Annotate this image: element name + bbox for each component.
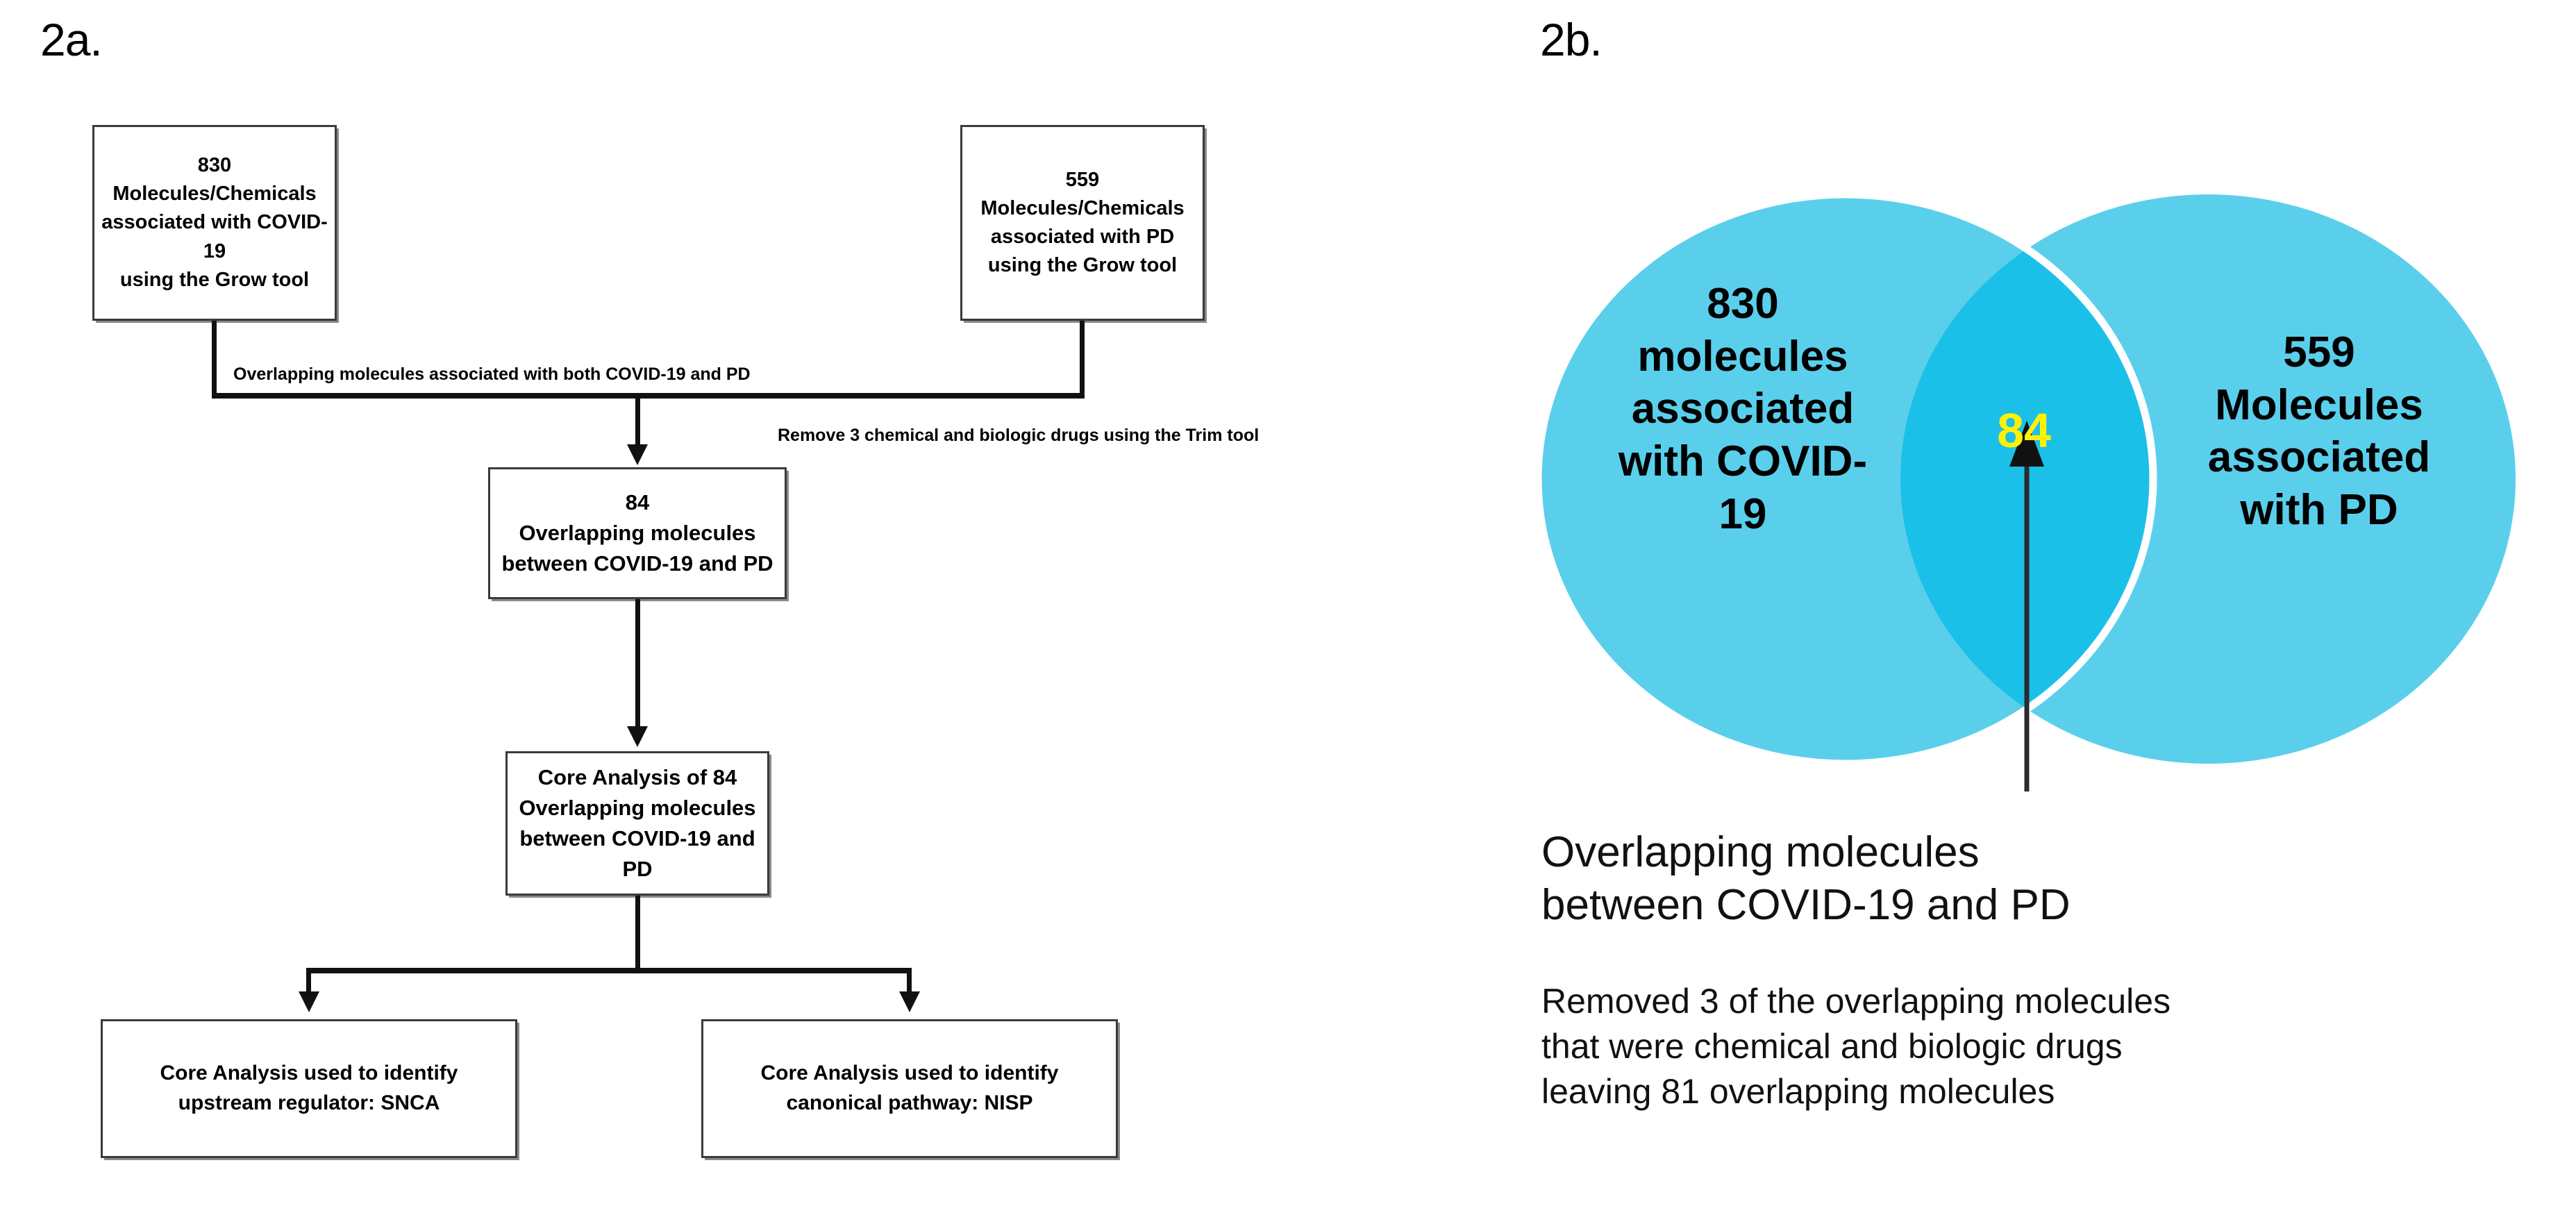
arrow-to-canonical-pathway [899,991,920,1012]
covid-source-line1: Molecules/Chemicals [112,183,317,206]
arrow-to-upstream-regulator [299,991,319,1012]
connector-pd-stem [1080,321,1085,397]
core-analysis-line3: between COVID-19 and PD [519,826,755,882]
panel-label-2a: 2a. [40,14,103,65]
covid-source-line2: associated with COVID-19 [101,211,328,262]
overlap-count: 84 [625,489,650,514]
pd-source-count: 559 [1065,168,1100,191]
connector-label-merge: Overlapping molecules associated with bo… [233,364,751,384]
connector-core-stem [635,896,640,972]
venn-note: Removed 3 of the overlapping molecules t… [1541,982,2171,1111]
venn-diagram: 830 molecules associated with COVID- 19 … [1514,0,2576,805]
overlap-line1: Overlapping molecules [519,520,756,545]
pd-source-line1: Molecules/Chemicals [980,196,1185,219]
covid-source-line3: using the Grow tool [119,268,310,291]
panel-label-2b: 2b. [1540,14,1603,65]
connector-overlap-to-core [635,599,640,730]
venn-label-pd: 559 Molecules associated with PD [2207,328,2431,534]
flow-box-upstream-regulator: Core Analysis used to identify upstream … [101,1019,517,1158]
connector-split-right [907,968,912,996]
flow-box-pd-source: 559 Molecules/Chemicals associated with … [960,125,1205,321]
venn-intersection-count: 84 [1997,403,2051,458]
connector-merge-bar [212,393,1085,399]
upstream-regulator-line2: upstream regulator: SNCA [178,1091,440,1114]
venn-label-covid: 830 molecules associated with COVID- 19 [1618,280,1868,538]
arrow-merge-to-overlap [627,444,648,465]
arrow-overlap-to-core [627,726,648,747]
connector-split-left [306,968,311,996]
pd-source-line2: associated with PD [990,226,1175,248]
panel-2b-venn: 2b. 830 molecules assoc [1514,0,2576,1215]
connector-merge-to-overlap [635,393,640,450]
pd-source-line3: using the Grow tool [987,254,1178,277]
venn-callout-arrow [2009,421,2044,791]
flow-box-core-analysis: Core Analysis of 84 Overlapping molecule… [505,751,769,896]
panel-2a-flowchart: 2a. 830 Molecules/Chemicals associated w… [40,14,1260,1158]
connector-split-bar [306,968,912,973]
connector-label-trim: Remove 3 chemical and biologic drugs usi… [778,426,1260,445]
canonical-pathway-line1: Core Analysis used to identify [760,1062,1059,1085]
venn-caption: Overlapping molecules between COVID-19 a… [1541,828,2071,929]
upstream-regulator-line1: Core Analysis used to identify [160,1062,458,1085]
venn-intersection-lens [1900,194,2153,764]
flow-box-covid-source: 830 Molecules/Chemicals associated with … [92,125,337,321]
core-analysis-line1: Core Analysis of 84 [537,764,737,789]
connector-covid-stem [212,321,217,397]
venn-svg [1534,190,2516,791]
canonical-pathway-line2: canonical pathway: NISP [786,1091,1033,1114]
venn-separator-arc [1534,190,2157,768]
covid-source-count: 830 [197,154,232,177]
overlap-line2: between COVID-19 and PD [501,551,773,576]
flow-box-canonical-pathway: Core Analysis used to identify canonical… [701,1019,1118,1158]
core-analysis-line2: Overlapping molecules [519,795,756,820]
flow-box-overlap: 84 Overlapping molecules between COVID-1… [488,467,787,599]
